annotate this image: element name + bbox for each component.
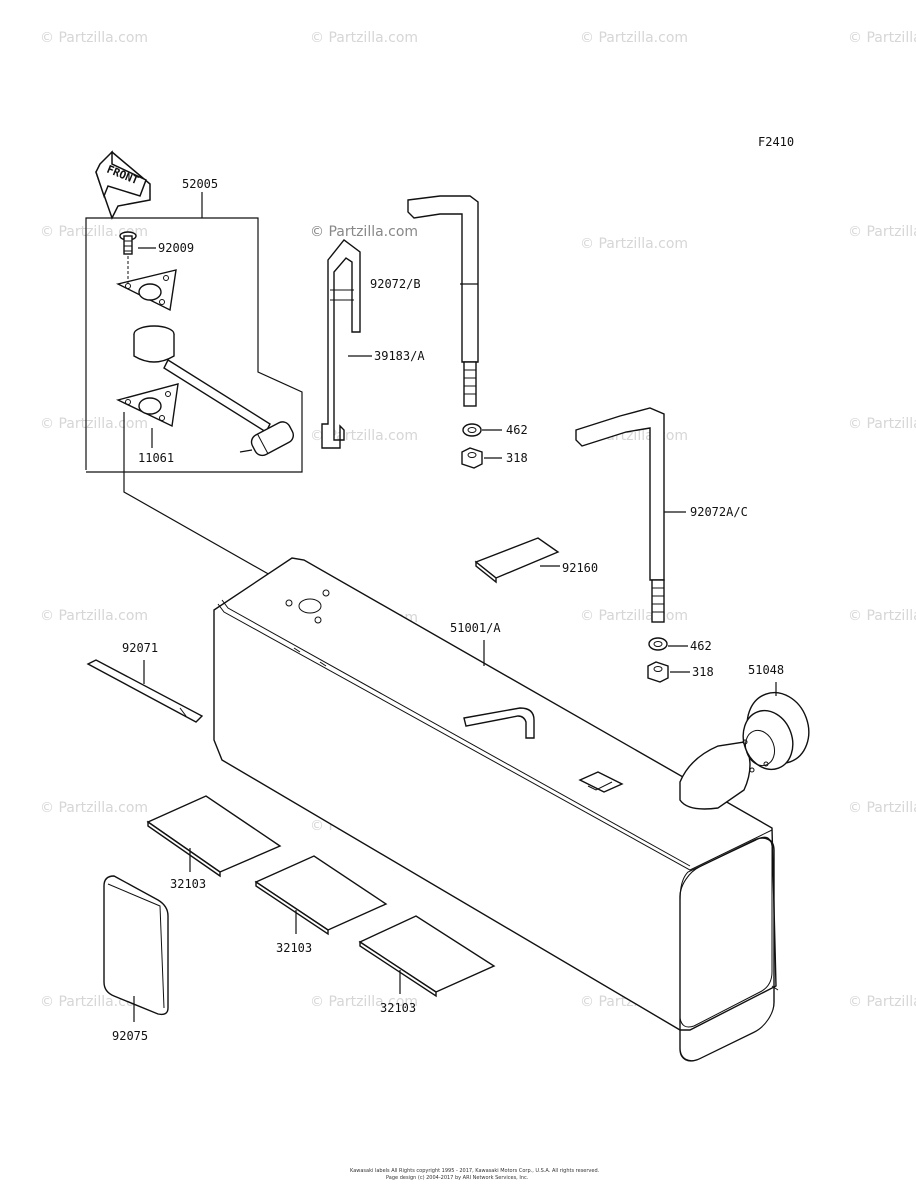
watermark: © Partzilla.com bbox=[580, 30, 688, 46]
label-92071: 92071 bbox=[122, 641, 158, 655]
washer-462-upper bbox=[462, 423, 482, 437]
rod-92072ac bbox=[575, 407, 665, 623]
washer-462-lower bbox=[648, 637, 668, 651]
watermark: © Partzilla.com bbox=[40, 416, 148, 432]
watermark: © Partzilla.com bbox=[848, 416, 916, 432]
label-32103-a: 32103 bbox=[170, 877, 206, 891]
strip-92071 bbox=[86, 659, 204, 723]
nut-318-lower bbox=[647, 661, 669, 683]
label-51001a: 51001/A bbox=[450, 621, 501, 635]
footer-design: Page design (c) 2004-2017 by ARI Network… bbox=[386, 1175, 529, 1181]
watermark: © Partzilla.com bbox=[40, 608, 148, 624]
diagram-code: F2410 bbox=[758, 135, 794, 149]
label-462-upper: 462 bbox=[506, 423, 528, 437]
pad-32103-b bbox=[254, 855, 388, 936]
watermark: © Partzilla.com bbox=[310, 30, 418, 46]
label-51048: 51048 bbox=[748, 663, 784, 677]
label-318-lower: 318 bbox=[692, 665, 714, 679]
label-462-lower: 462 bbox=[690, 639, 712, 653]
footer-copyright: Kawasaki labels All Rights copyright 199… bbox=[350, 1168, 600, 1174]
nut-318-upper bbox=[461, 447, 483, 469]
label-32103-b: 32103 bbox=[276, 941, 312, 955]
label-92160: 92160 bbox=[562, 561, 598, 575]
label-318-upper: 318 bbox=[506, 451, 528, 465]
watermark: © Partzilla.com bbox=[580, 608, 688, 624]
watermark: © Partzilla.com bbox=[848, 800, 916, 816]
label-92075: 92075 bbox=[112, 1029, 148, 1043]
label-92072ac: 92072A/C bbox=[690, 505, 748, 519]
fuel-tank-51001a bbox=[213, 557, 779, 1062]
label-11061: 11061 bbox=[138, 451, 174, 465]
pad-32103-a bbox=[146, 795, 282, 878]
watermark: © Partzilla.com bbox=[848, 30, 916, 46]
label-92009: 92009 bbox=[158, 241, 194, 255]
watermark: © Partzilla.com bbox=[40, 800, 148, 816]
bolt-92009 bbox=[119, 231, 137, 255]
pad-92075 bbox=[103, 875, 169, 1016]
watermark: © Partzilla.com bbox=[848, 224, 916, 240]
watermark: © Partzilla.com bbox=[848, 608, 916, 624]
watermark: © Partzilla.com bbox=[580, 236, 688, 252]
watermark: © Partzilla.com bbox=[40, 30, 148, 46]
watermark: © Partzilla.com bbox=[310, 224, 418, 240]
front-arrow-icon: FRONT bbox=[95, 150, 151, 220]
part-labels: 52005 92009 11061 39183/A 92072/B 462 31… bbox=[112, 177, 784, 1043]
pad-92160 bbox=[474, 537, 560, 584]
rod-92072b bbox=[407, 195, 479, 407]
pad-32103-c bbox=[358, 915, 496, 998]
fuel-cap-51048 bbox=[742, 691, 810, 773]
bracket-39183a bbox=[321, 239, 361, 449]
label-52005: 52005 bbox=[182, 177, 218, 191]
label-39183a: 39183/A bbox=[374, 349, 425, 363]
watermark: © Partzilla.com bbox=[310, 994, 418, 1010]
footer: Kawasaki labels All Rights copyright 199… bbox=[350, 1168, 600, 1181]
fuel-gauge-assembly bbox=[85, 192, 303, 585]
label-32103-c: 32103 bbox=[380, 1001, 416, 1015]
label-92072b: 92072/B bbox=[370, 277, 421, 291]
watermark: © Partzilla.com bbox=[848, 994, 916, 1010]
